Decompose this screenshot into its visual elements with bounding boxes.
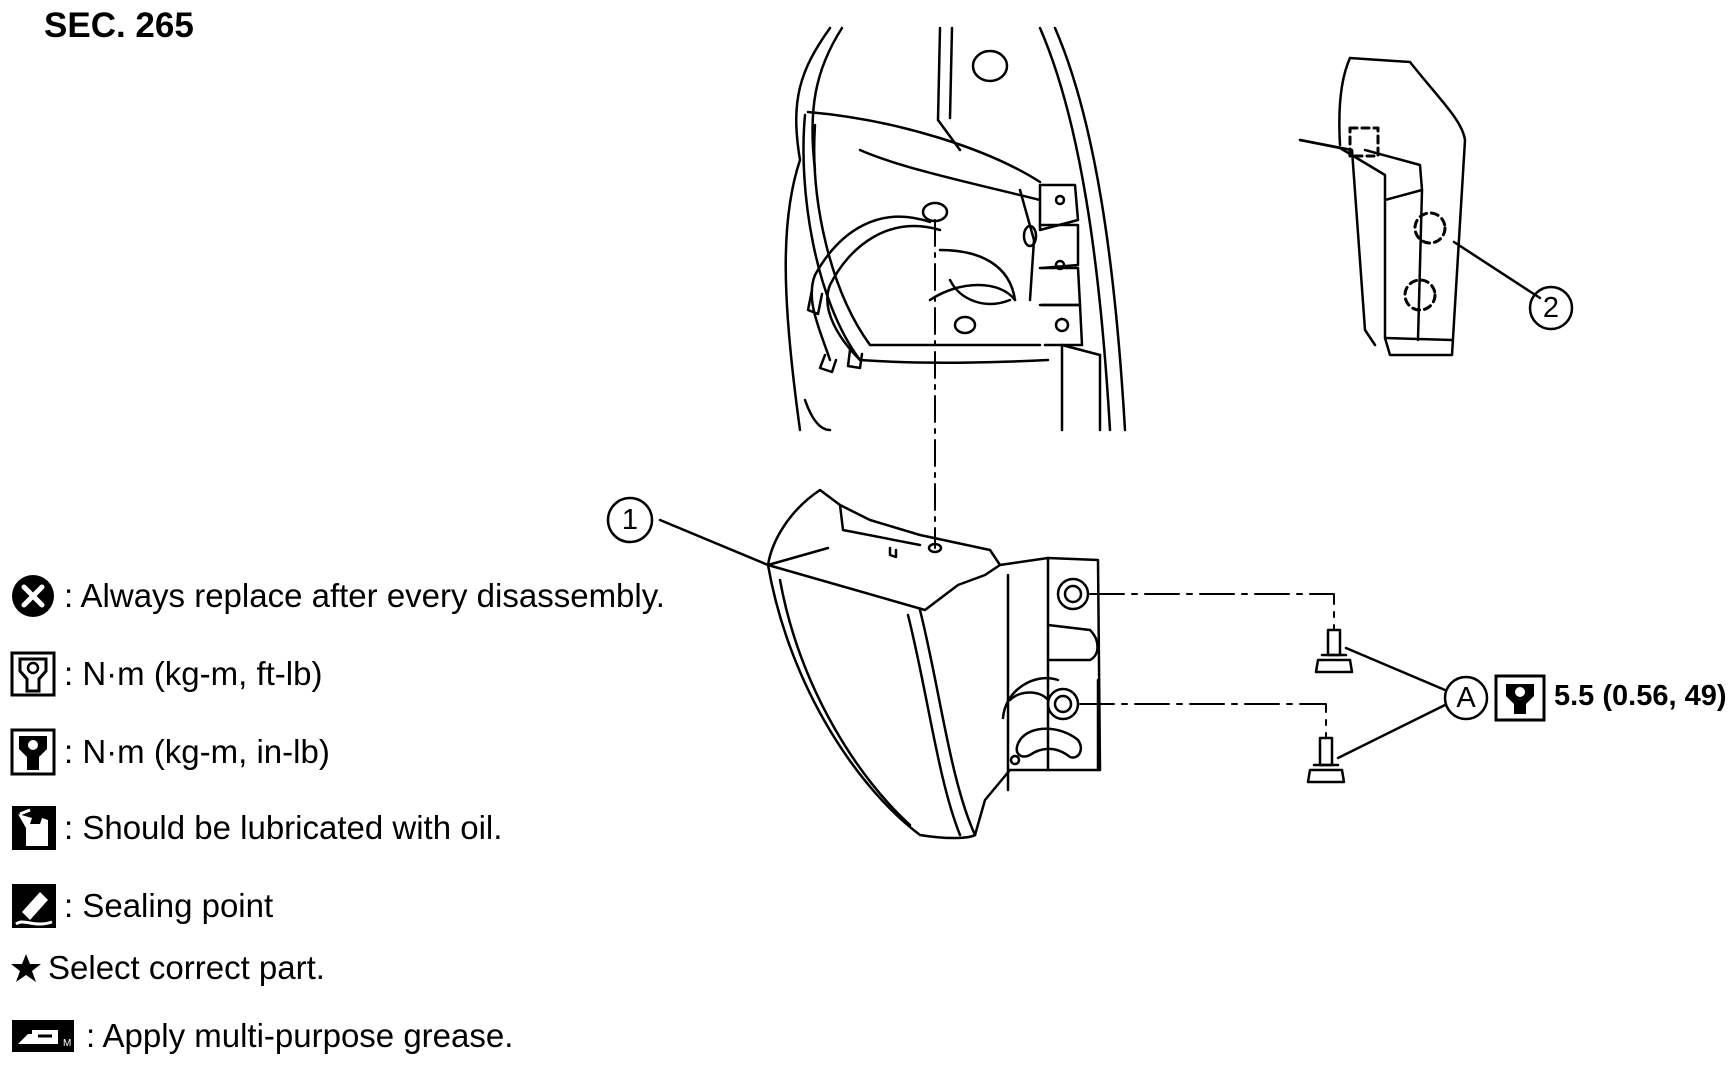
callout-circle-a: [1443, 675, 1489, 721]
callout-circle-1: [606, 496, 654, 544]
leader-line-a-lower: [1336, 703, 1447, 760]
leader-line-1: [658, 518, 770, 567]
torque-wrench-ft-lb-icon: [10, 649, 64, 699]
bolt-lower: [1306, 736, 1346, 784]
legend-item-grease: M : Apply multi-purpose grease.: [10, 1010, 513, 1062]
section-title: SEC. 265: [44, 6, 194, 45]
callout-label-1: 1: [621, 503, 639, 536]
legend-text: : Sealing point: [64, 887, 274, 924]
callout-label-2: 2: [1542, 291, 1560, 324]
legend-item-select-part: Select correct part.: [10, 942, 325, 994]
legend-text: : Apply multi-purpose grease.: [86, 1017, 514, 1054]
alignment-line-lower: [1079, 703, 1327, 739]
svg-text:M: M: [63, 1038, 71, 1049]
sealant-icon: [10, 881, 64, 931]
leader-line-a-upper: [1344, 646, 1447, 692]
callout-label-a: A: [1456, 681, 1476, 714]
grease-gun-icon: M: [10, 1011, 86, 1061]
star-icon: [10, 943, 48, 993]
legend-item-sealing: : Sealing point: [10, 880, 273, 932]
alignment-line-upper: [1089, 593, 1335, 631]
legend-text: : N·m (kg-m, ft-lb): [64, 655, 323, 692]
legend-text: Select correct part.: [48, 949, 325, 986]
callout-circle-2: [1528, 285, 1574, 331]
legend-text: : N·m (kg-m, in-lb): [64, 733, 330, 770]
replace-x-icon: [10, 571, 64, 621]
legend-text: : Always replace after every disassembly…: [64, 577, 665, 614]
torque-value: 5.5 (0.56, 49): [1554, 680, 1727, 712]
legend-item-torque-in-lb: : N·m (kg-m, in-lb): [10, 726, 330, 778]
legend-item-replace: : Always replace after every disassembly…: [10, 570, 665, 622]
symbol-legend: : Always replace after every disassembly…: [10, 570, 690, 1070]
legend-item-torque-ft-lb: : N·m (kg-m, ft-lb): [10, 648, 322, 700]
torque-wrench-in-lb-icon: [10, 727, 64, 777]
oil-can-icon: [10, 803, 64, 853]
legend-text: : Should be lubricated with oil.: [64, 809, 503, 846]
vehicle-body-panel: [784, 26, 1127, 432]
legend-item-oil: : Should be lubricated with oil.: [10, 802, 502, 854]
torque-wrench-in-lb-icon: [1494, 674, 1546, 722]
part-2-bracket: [1298, 56, 1542, 357]
bolt-upper: [1314, 628, 1354, 674]
part-1-rear-lamp: [766, 488, 1102, 840]
